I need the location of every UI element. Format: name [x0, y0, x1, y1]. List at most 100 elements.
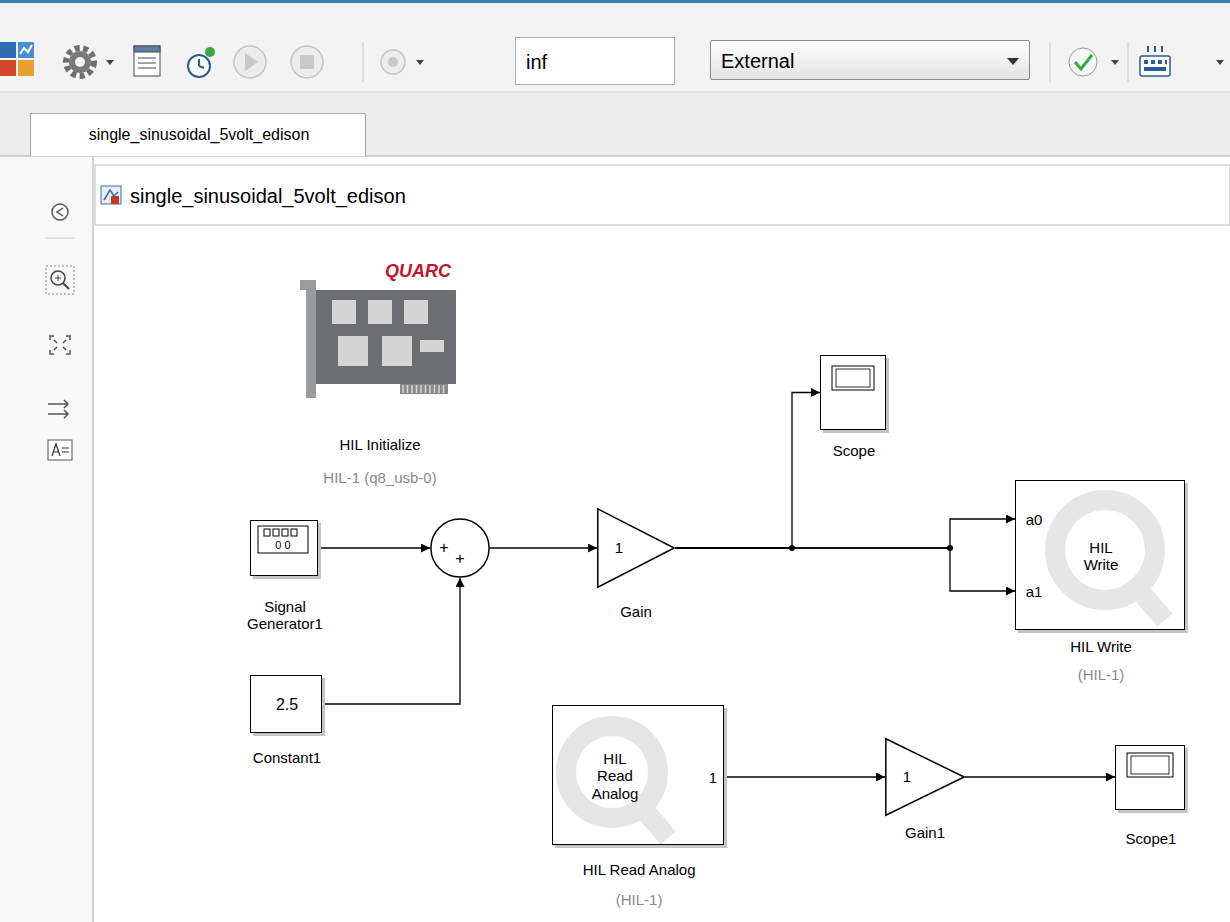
block-text: Scope: [833, 442, 876, 459]
breadcrumb-bar: [111, 196, 119, 204]
toolbar: [0, 92, 1230, 93]
signal-line: [675, 548, 1015, 591]
timer-icon: [198, 59, 200, 66]
hil-board-icon: [338, 336, 368, 366]
block-text: Gain: [620, 603, 652, 620]
table-icon: [134, 46, 160, 76]
block-text: HIL Write: [1074, 539, 1128, 574]
timer-icon: [188, 55, 210, 77]
keyboard-icon: [1144, 60, 1167, 71]
quarc-watermark: [566, 500, 1165, 838]
signal-display: [264, 529, 297, 536]
left-strip: [93, 157, 94, 922]
table-icon: [138, 68, 156, 69]
text-field: inf: [515, 37, 675, 85]
fit-button: [54, 340, 66, 350]
block-text: a1: [1026, 583, 1043, 600]
hil-board-icon: [438, 385, 440, 393]
signal-display: [258, 526, 308, 553]
quarc-watermark: [1130, 580, 1165, 620]
breadcrumb-bar: [95, 165, 1230, 225]
stop-button: [291, 46, 323, 78]
hil-board-icon: [300, 280, 456, 398]
block-text: inf: [526, 51, 547, 74]
scope-screen: [832, 366, 1173, 777]
hil-board-icon: [316, 290, 456, 384]
app-icon: [0, 42, 16, 58]
left-strip: [0, 157, 93, 922]
zoom-button: [46, 266, 74, 294]
signal-line: [322, 578, 460, 704]
gear-icon: [66, 48, 94, 76]
block-text: HIL Read Analog: [583, 861, 696, 878]
signal-line: [490, 547, 597, 548]
toolbar-separators: [1050, 42, 1051, 82]
block-text: HIL-1 (q8_usb-0): [323, 469, 436, 486]
run-button: [234, 46, 266, 78]
hil-board-icon: [425, 385, 427, 393]
tab-bar: [0, 93, 1230, 156]
scope-block: Scope: [820, 355, 886, 430]
hil-board-icon: [368, 300, 392, 324]
dropdown-arrows: [106, 60, 114, 65]
hil-board-icon: [434, 385, 436, 393]
arrange-button: [48, 410, 68, 418]
app-icon: [18, 60, 34, 76]
block-text: 1: [615, 539, 623, 556]
toolbar: [0, 0, 1230, 3]
keyboard-icon: [1161, 46, 1163, 52]
annotation-button: [52, 444, 60, 456]
block-text: 1: [709, 769, 717, 786]
app-icon: [18, 42, 34, 58]
run-button: [234, 46, 266, 78]
gear-icon: [66, 48, 94, 76]
signal-display: [273, 529, 279, 536]
toolbar: [0, 0, 1230, 92]
annotation-button: [62, 448, 69, 449]
keyboard-icon: [1165, 60, 1167, 64]
record-button: [381, 50, 405, 74]
constant-block: 2.5Constant1: [250, 675, 322, 733]
run-button: [245, 53, 258, 71]
zoom-button: [51, 271, 65, 285]
hil-write-block: a0a1HIL WriteHIL Write(HIL-1): [1015, 480, 1185, 630]
stop-button: [300, 55, 314, 69]
hil-board-icon: [300, 280, 316, 398]
block-outline: [885, 738, 965, 816]
left-strip: [0, 157, 93, 922]
breadcrumb-text: single_sinusoidal_5volt_edison: [130, 185, 406, 208]
block-text: Signal Generator1: [238, 598, 333, 633]
arrange-button: [48, 400, 68, 408]
annotation-button: [48, 440, 72, 460]
keyboard-icon: [1154, 46, 1156, 52]
app-icon: [20, 45, 32, 54]
signal-display: [282, 529, 288, 536]
block-text: 2.5: [276, 696, 298, 714]
timer-icon: [205, 47, 215, 57]
block-text: single_sinusoidal_5volt_edison: [89, 126, 310, 144]
keyboard-icon: [1151, 60, 1155, 64]
mode-dropdown: External: [710, 40, 1030, 80]
tab-bar: [0, 93, 1230, 156]
zoom-button: [63, 283, 69, 289]
hil-board-icon: [407, 385, 409, 393]
block-outline: [597, 508, 675, 588]
signal-line: [675, 393, 820, 549]
stop-button: [291, 46, 323, 78]
arrange-button: [48, 400, 68, 418]
hil-board-icon: [411, 385, 413, 393]
block-text: +: [439, 539, 448, 557]
fit-button: [50, 336, 70, 354]
fit-button: [50, 336, 70, 354]
hil-board-icon: [382, 336, 412, 366]
keyboard-icon: [1144, 67, 1166, 71]
table-icon: [134, 46, 160, 76]
record-button: [388, 57, 398, 67]
hil-board-icon: [403, 385, 444, 393]
check-icon: [1075, 55, 1092, 69]
breadcrumb-bar: [101, 186, 121, 204]
check-icon: [1069, 48, 1097, 76]
annotation-button: [48, 440, 72, 460]
